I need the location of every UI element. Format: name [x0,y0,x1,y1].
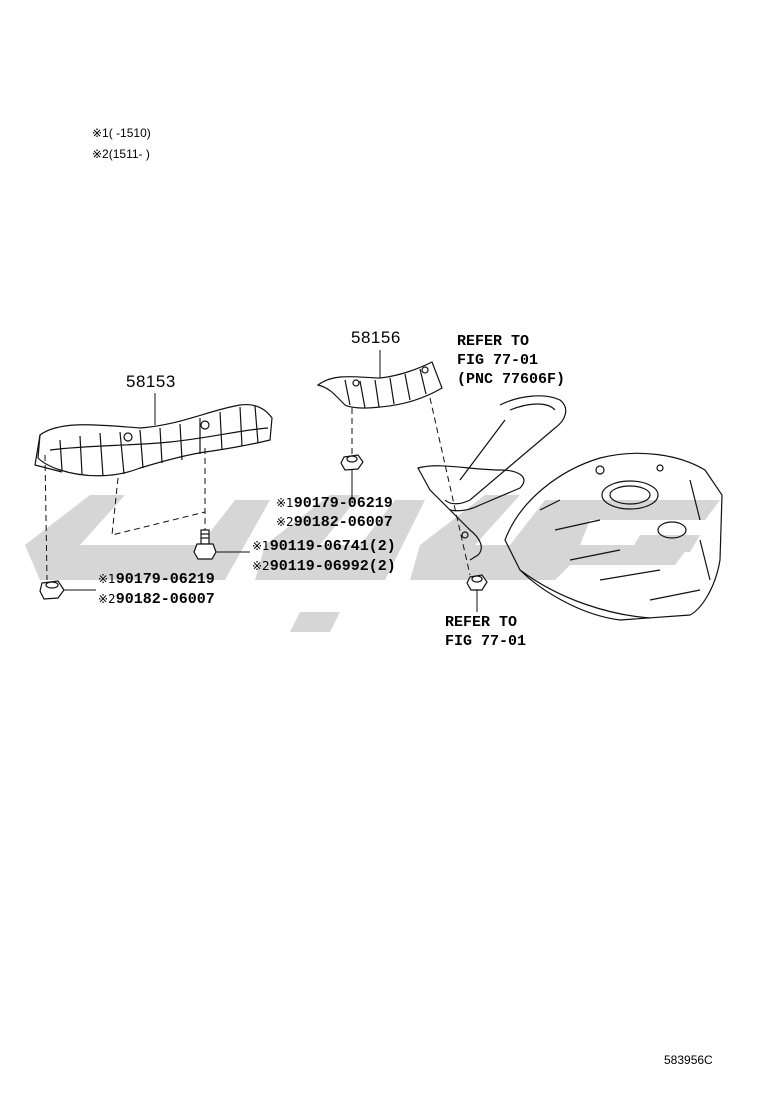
callout-mark: ※2 [276,515,294,529]
callout-mark: ※1 [98,572,116,586]
quantity: (2) [368,558,396,575]
callout-mark: ※1 [276,496,294,510]
nut-center [340,454,364,471]
filler-pipe-assembly [417,395,567,561]
legend-row-1: ※1( -1510) [92,126,151,140]
legend-mark-1: ※1 [92,126,109,140]
refer-bottom-line2[interactable]: FIG 77-01 [445,633,527,650]
part-number-58153[interactable]: 58153 [126,372,176,391]
callout-mark: ※2 [98,592,116,606]
callout-left-nut-1[interactable]: ※190179-06219 [98,571,215,588]
figure-code: 583956C [664,1053,713,1067]
dashed-line-right [429,397,471,576]
heat-insulator-58153 [34,403,273,477]
legend-row-2: ※2(1511- ) [92,147,150,161]
nut-left [39,580,65,600]
legend-mark-2: ※2 [92,147,109,161]
callout-mark: ※2 [252,559,270,573]
heat-insulator-58156 [316,361,443,409]
part-number: 90182-06007 [293,514,393,531]
part-number: 90119-06992 [269,558,369,575]
refer-top-line3[interactable]: (PNC 77606F) [457,371,566,388]
part-number-58156[interactable]: 58156 [351,328,401,347]
refer-bottom-line1: REFER TO [445,614,518,631]
quantity: (2) [368,538,396,555]
part-number: 90182-06007 [115,591,215,608]
part-number: 90179-06219 [293,495,393,512]
fuel-tank [504,452,723,621]
legend-range-1: ( -1510) [108,126,151,140]
callout-left-nut-2[interactable]: ※290182-06007 [98,591,215,608]
dashed-lines-left [44,448,206,581]
refer-top-line2[interactable]: FIG 77-01 [457,352,539,369]
part-number: 90179-06219 [115,571,215,588]
legend-range-2: (1511- ) [108,147,150,161]
refer-top-line1: REFER TO [457,333,530,350]
bolt-center [193,529,217,560]
nut-right [466,574,488,591]
callout-center-nut-2[interactable]: ※290182-06007 [276,514,393,531]
part-number: 90119-06741 [269,538,369,555]
callout-bolt-2[interactable]: ※290119-06992(2) [252,558,396,575]
callout-bolt-1[interactable]: ※190119-06741(2) [252,538,396,555]
callout-center-nut-1[interactable]: ※190179-06219 [276,495,393,512]
callout-mark: ※1 [252,539,270,553]
